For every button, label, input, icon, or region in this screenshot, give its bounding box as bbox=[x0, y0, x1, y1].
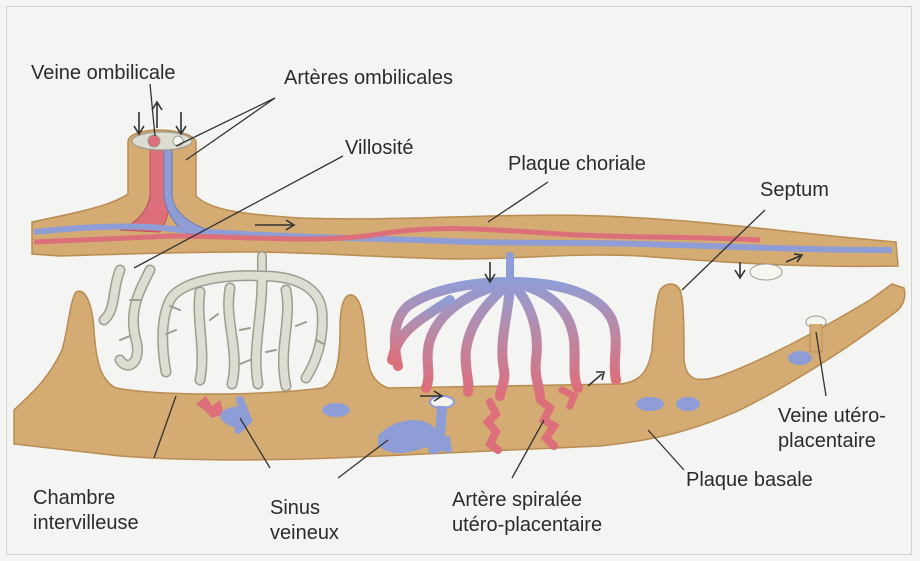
label-villosite: Villosité bbox=[345, 136, 414, 161]
label-plaque-basale: Plaque basale bbox=[686, 468, 813, 493]
villous-tree-grey bbox=[104, 256, 324, 386]
label-chambre-intervilleuse: Chambre intervilleuse bbox=[33, 486, 139, 536]
label-septum: Septum bbox=[760, 178, 829, 203]
basal-plate bbox=[14, 284, 905, 460]
label-veine-ombilicale: Veine ombilicale bbox=[31, 61, 176, 86]
label-plaque-choriale: Plaque choriale bbox=[508, 152, 646, 177]
label-veine-utero-placentaire: Veine utéro- placentaire bbox=[778, 404, 886, 454]
label-artere-spiralee: Artère spiralée utéro-placentaire bbox=[452, 488, 602, 538]
septum-vessel bbox=[750, 264, 782, 280]
label-arteres-ombilicales: Artères ombilicales bbox=[284, 66, 453, 91]
label-sinus-veineux: Sinus veineux bbox=[270, 496, 339, 546]
villous-tree-vascular bbox=[392, 256, 616, 396]
